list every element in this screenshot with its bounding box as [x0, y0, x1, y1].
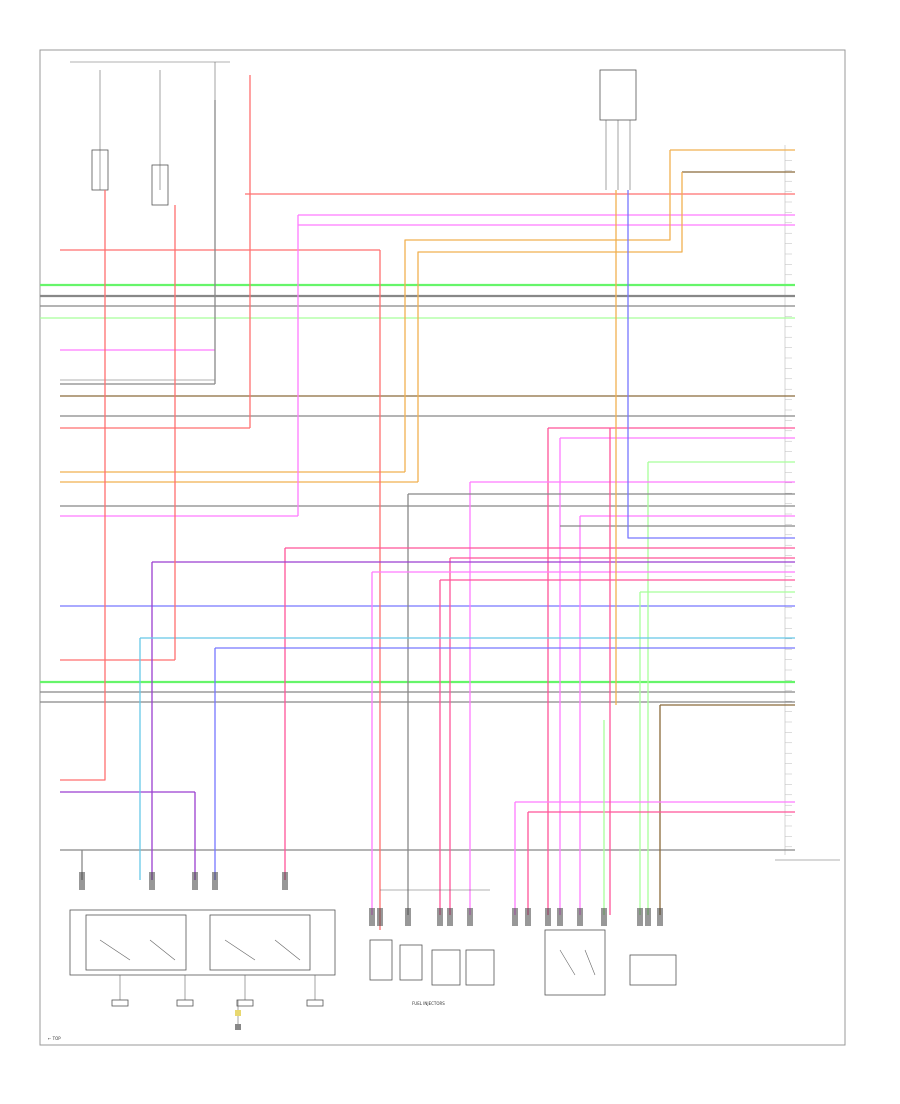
- wire-harness: [40, 75, 795, 930]
- diagram-frame: [39, 49, 846, 1046]
- wire-connector-pin: [369, 908, 375, 926]
- wire-connector-pin: [637, 908, 643, 926]
- wire-connector-pin: [212, 872, 218, 890]
- ignition-coil-assembly: [69, 909, 336, 1007]
- wire-connector-pin: [79, 872, 85, 890]
- wire-connector-pin: [557, 908, 563, 926]
- wire-connector-pin: [512, 908, 518, 926]
- fuse-block-top: [60, 61, 230, 381]
- wire-blue-2: [627, 190, 795, 539]
- wire-connector-pin: [405, 908, 411, 926]
- wire-connector-pin: [149, 872, 155, 890]
- ground-symbol: [235, 1000, 241, 1030]
- diagnostic-connector-top: [599, 69, 637, 190]
- throttle-body-assembly: [544, 929, 606, 996]
- wire-connector-pin: [657, 908, 663, 926]
- wire-connector-pin: [645, 908, 651, 926]
- fuel-injectors-label: FUEL INJECTORS: [412, 1001, 445, 1006]
- wire-connector-pin: [192, 872, 198, 890]
- wire-connector-pin: [447, 908, 453, 926]
- wire-connector-pin: [545, 908, 551, 926]
- wire-orange-route-1: [404, 150, 671, 472]
- wire-connector-pin: [601, 908, 607, 926]
- fuel-injectors: FUEL INJECTORS: [369, 889, 495, 1006]
- wire-red-6: [60, 190, 106, 781]
- wire-connector-pin: [577, 908, 583, 926]
- wire-orange-route-2: [417, 172, 683, 482]
- wire-connector-pin: [525, 908, 531, 926]
- wire-connector-pin: [437, 908, 443, 926]
- sensor-module: [629, 954, 677, 986]
- wire-connector-pin: [282, 872, 288, 890]
- wire-connector-pin: [377, 908, 383, 926]
- wire-connector-pin: [467, 908, 473, 926]
- bottom-left-label: ← TOP: [48, 1036, 61, 1041]
- ecm-pin-ticks: [785, 149, 792, 848]
